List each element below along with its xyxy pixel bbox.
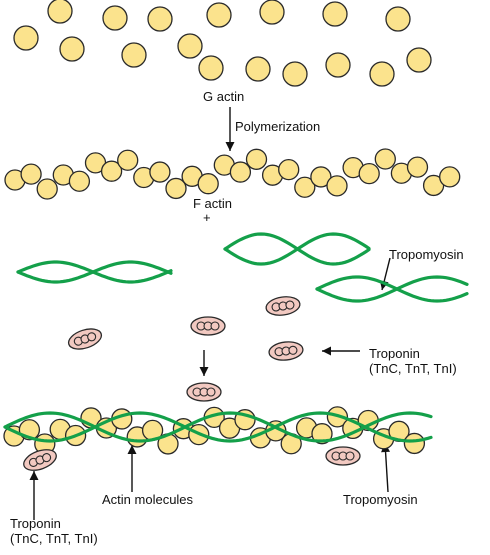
troponin-complex (67, 328, 103, 350)
actin-bead (68, 170, 91, 192)
actin-bead (311, 423, 333, 445)
actin-bead (326, 175, 348, 197)
actin-bead (406, 156, 429, 178)
assembled-thin-filament (3, 382, 433, 471)
label-troponin-right: Troponin (TnC, TnT, TnI) (369, 346, 457, 376)
free-troponin-complexes (67, 296, 304, 361)
troponin-subunit (345, 451, 355, 461)
troponin-subunit (285, 300, 295, 310)
label-plus: + (203, 210, 211, 225)
actin-bead (245, 148, 268, 170)
label-tropomyosin-bottom: Tropomyosin (343, 492, 418, 507)
actin-bead (177, 33, 203, 59)
label-troponin-bottom: Troponin (TnC, TnT, TnI) (10, 516, 98, 546)
troponin-subunit (87, 332, 97, 342)
actin-bead (385, 6, 411, 32)
label-f-actin: F actin (193, 196, 233, 211)
actin-bead (102, 5, 128, 31)
tropomyosin-strand (223, 232, 371, 266)
actin-bead (369, 61, 395, 87)
actin-bead (406, 47, 432, 73)
f-actin-filament (4, 148, 461, 200)
tropomyosin-strand (315, 275, 469, 303)
tropomyosin-strand (3, 411, 433, 443)
actin-bead (197, 173, 219, 195)
actin-bead (439, 166, 461, 188)
actin-bead (47, 0, 73, 24)
actin-bead (36, 178, 58, 200)
actin-bead (325, 52, 351, 78)
troponin-complex (190, 316, 226, 336)
actin-bead (358, 162, 380, 185)
actin-bead (121, 42, 147, 68)
actin-bead (206, 2, 232, 28)
label-actin-molecules: Actin molecules (102, 492, 194, 507)
actin-bead (310, 166, 332, 188)
arrow-head (199, 367, 209, 376)
actin-bead (259, 0, 285, 25)
arrows (29, 107, 391, 520)
actin-bead (374, 148, 396, 170)
actin-bead (245, 56, 271, 82)
actin-bead (149, 161, 171, 183)
tropomyosin-strand (3, 411, 433, 443)
actin-bead (198, 55, 224, 81)
free-tropomyosin-strands (16, 232, 469, 303)
troponin-complex (268, 341, 304, 361)
actin-bead (20, 163, 42, 185)
label-polymerization: Polymerization (235, 119, 321, 134)
actin-bead (100, 160, 123, 182)
actin-bead (282, 61, 308, 87)
actin-bead (322, 1, 348, 27)
arrow-head (225, 142, 235, 151)
actin-bead (229, 161, 252, 183)
troponin-complex (265, 296, 301, 316)
troponin-subunit (210, 321, 220, 331)
troponin-complex (186, 382, 222, 402)
troponin-subunit (42, 453, 52, 463)
label-tropomyosin-top: Tropomyosin (389, 247, 464, 262)
arrow-head (29, 471, 39, 480)
actin-bead (117, 149, 139, 171)
troponin-subunit (288, 345, 298, 355)
actin-bead (147, 6, 173, 32)
label-g-actin: G actin (203, 89, 245, 104)
actin-bead (278, 158, 300, 181)
actin-bead (403, 432, 426, 455)
troponin-complex (325, 446, 361, 466)
actin-bead (59, 36, 85, 62)
troponin-complex (23, 449, 57, 471)
actin-bead (294, 176, 316, 198)
actin-bead (13, 25, 39, 51)
actin-bead (165, 177, 187, 200)
tropomyosin-strand (315, 275, 469, 303)
troponin-subunit (206, 387, 216, 397)
g-actin-monomers (13, 0, 432, 87)
tropomyosin-strand (16, 260, 173, 284)
arrow-head (322, 346, 331, 356)
arrow-head (127, 445, 137, 454)
